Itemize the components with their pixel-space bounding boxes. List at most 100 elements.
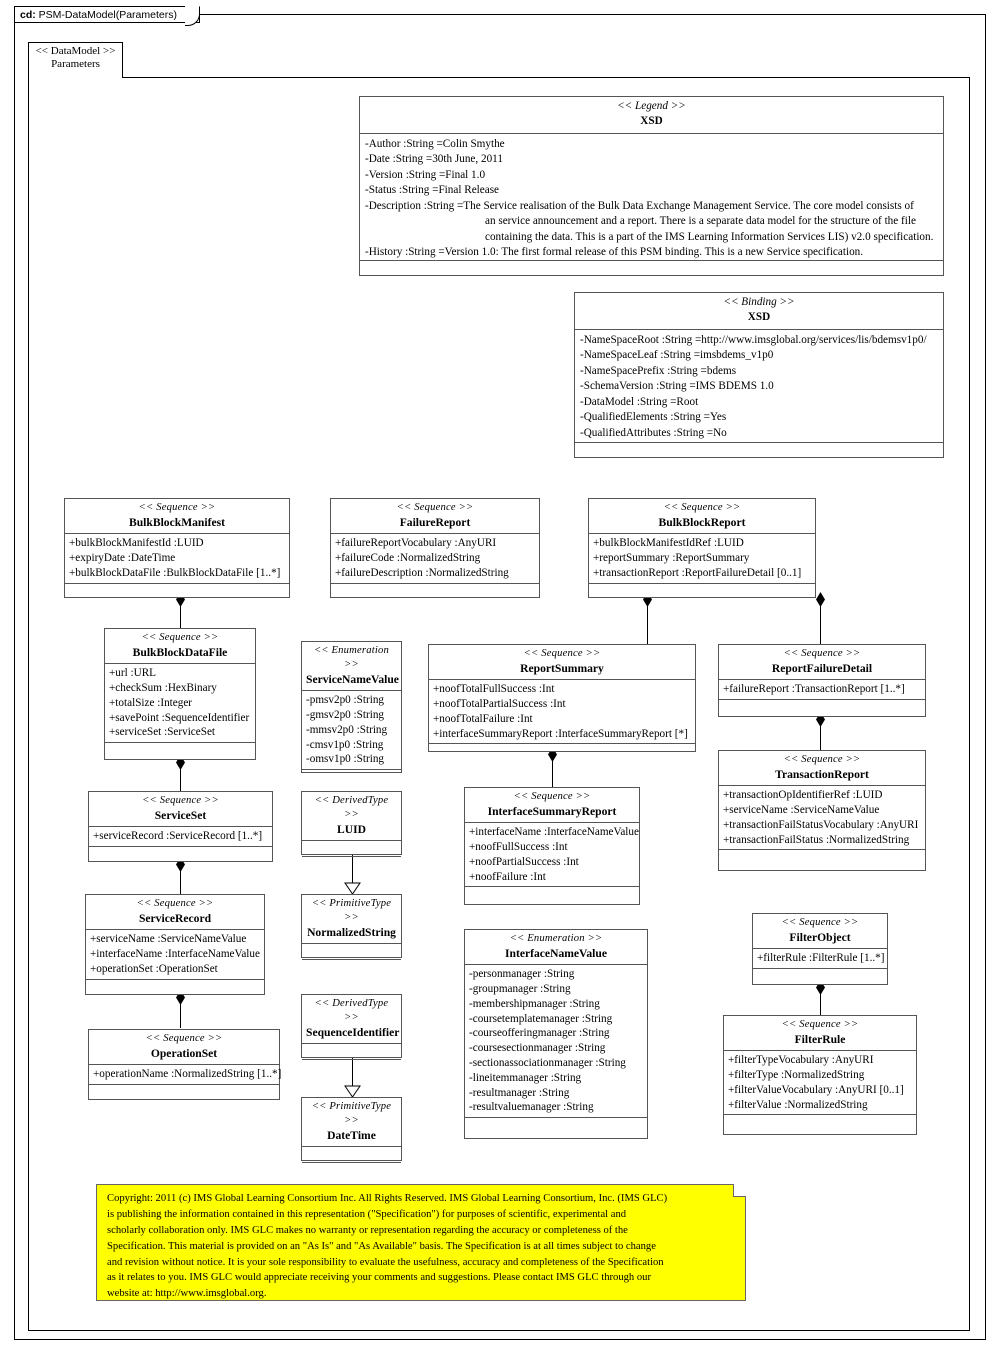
class-header: << Sequence >> TransactionReport xyxy=(719,751,925,787)
class-operations xyxy=(302,1060,401,1076)
class-box-bulkblockreport[interactable]: << Sequence >> BulkBlockReport +bulkBloc… xyxy=(588,498,816,598)
class-operations xyxy=(302,857,401,873)
attribute-row: +serviceSet :ServiceSet xyxy=(109,726,216,739)
diagram-kind-label: cd: xyxy=(20,9,36,21)
legend-header: << Legend >> XSD xyxy=(360,97,943,134)
connector-servicerecord-operationset xyxy=(180,995,181,1028)
class-attributes xyxy=(302,1147,401,1164)
class-header: << DerivedType >> SequenceIdentifier xyxy=(302,995,401,1045)
class-box-sequenceidentifier[interactable]: << DerivedType >> SequenceIdentifier xyxy=(301,994,402,1061)
composition-diamond-filterobject-filterrule xyxy=(816,980,825,995)
class-stereotype: << Sequence >> xyxy=(783,648,861,659)
class-box-servicerecord[interactable]: << Sequence >> ServiceRecord +serviceNam… xyxy=(85,894,265,995)
class-stereotype: << PrimitiveType >> xyxy=(311,1101,392,1126)
class-operations xyxy=(465,1118,647,1134)
legend-stereotype: << Legend >> xyxy=(617,100,686,112)
attribute-row: +filterType :NormalizedString xyxy=(728,1069,865,1082)
class-stereotype: << Sequence >> xyxy=(781,917,859,928)
class-name: InterfaceSummaryReport xyxy=(487,804,617,818)
class-box-transactionreport[interactable]: << Sequence >> TransactionReport +transa… xyxy=(718,750,926,871)
class-stereotype: << Sequence >> xyxy=(663,502,741,513)
legend-row-description-cont-1: an service announcement and a report. Th… xyxy=(485,215,916,228)
class-box-interfacesummaryreport[interactable]: << Sequence >> InterfaceSummaryReport +i… xyxy=(464,787,640,905)
attribute-row: +noofPartialSuccess :Int xyxy=(469,855,579,868)
binding-row-namespaceleaf: -NameSpaceLeaf :String =imsbdems_v1p0 xyxy=(580,349,774,362)
class-name: BulkBlockDataFile xyxy=(132,645,228,659)
connector-serviceset-servicerecord xyxy=(180,862,181,894)
class-name: NormalizedString xyxy=(307,925,396,939)
class-box-bulkblockmanifest[interactable]: << Sequence >> BulkBlockManifest +bulkBl… xyxy=(64,498,290,598)
connector-sequenceidentifier-datetime xyxy=(352,1058,353,1086)
binding-header: << Binding >> XSD xyxy=(575,293,943,330)
connector-luid-normalizedstring xyxy=(352,855,353,883)
copyright-line: scholarly collaboration only. IMS GLC ma… xyxy=(107,1224,628,1236)
class-header: << Sequence >> BulkBlockDataFile xyxy=(105,629,255,665)
package-tab-datamodel: << DataModel >> Parameters xyxy=(28,42,123,78)
class-box-filterrule[interactable]: << Sequence >> FilterRule +filterTypeVoc… xyxy=(723,1015,917,1135)
class-attributes xyxy=(302,841,401,858)
class-attributes xyxy=(302,1044,401,1061)
class-box-reportsummary[interactable]: << Sequence >> ReportSummary +noofTotalF… xyxy=(428,644,696,752)
class-box-failurereport[interactable]: << Sequence >> FailureReport +failureRep… xyxy=(330,498,540,598)
diagram-title-label: PSM-DataModel(Parameters) xyxy=(35,9,177,21)
class-attributes: +serviceName :ServiceNameValue +interfac… xyxy=(86,930,264,980)
class-box-reportfailuredetail[interactable]: << Sequence >> ReportFailureDetail +fail… xyxy=(718,644,926,717)
attribute-row: +serviceRecord :ServiceRecord [1..*] xyxy=(93,830,263,843)
composition-diamond-servicerecord-operationset xyxy=(176,990,185,1005)
class-operations xyxy=(589,584,815,600)
class-name: FilterRule xyxy=(794,1032,846,1046)
class-box-normalizedstring[interactable]: << PrimitiveType >> NormalizedString xyxy=(301,894,402,961)
class-box-luid[interactable]: << DerivedType >> LUID xyxy=(301,791,402,858)
legend-row-author: -Author :String =Colin Smythe xyxy=(365,137,505,150)
legend-ops xyxy=(360,261,943,278)
attribute-row: +transactionReport :ReportFailureDetail … xyxy=(593,566,802,579)
class-box-filterobject[interactable]: << Sequence >> FilterObject +filterRule … xyxy=(752,913,888,985)
attribute-row: -cmsv1p0 :String xyxy=(306,738,384,751)
binding-box: << Binding >> XSD -NameSpaceRoot :String… xyxy=(574,292,944,458)
class-stereotype: << Sequence >> xyxy=(138,502,216,513)
legend-row-history: -History :String =Version 1.0: The first… xyxy=(365,246,864,259)
generalization-arrow-sequenceidentifier xyxy=(344,1085,361,1098)
class-box-interfacenamevalue[interactable]: << Enumeration >> InterfaceNameValue -pe… xyxy=(464,929,648,1139)
class-stereotype: << DerivedType >> xyxy=(314,998,389,1023)
class-name: LUID xyxy=(337,822,366,836)
attribute-row: -coursesectionmanager :String xyxy=(469,1042,606,1055)
attribute-row: -personmanager :String xyxy=(469,968,575,981)
class-stereotype: << Sequence >> xyxy=(781,1019,859,1030)
attribute-row: -groupmanager :String xyxy=(469,983,571,996)
class-stereotype: << DerivedType >> xyxy=(314,795,389,820)
attribute-row: -lineitemmanager :String xyxy=(469,1071,582,1084)
legend-attrs: -Author :String =Colin Smythe -Date :Str… xyxy=(360,134,943,261)
class-box-bulkblockdatafile[interactable]: << Sequence >> BulkBlockDataFile +url :U… xyxy=(104,628,256,760)
class-header: << Enumeration >> InterfaceNameValue xyxy=(465,930,647,966)
class-header: << Sequence >> InterfaceSummaryReport xyxy=(465,788,639,824)
class-operations xyxy=(302,770,401,786)
binding-row-namespaceroot: -NameSpaceRoot :String =http://www.imsgl… xyxy=(580,333,927,346)
class-stereotype: << PrimitiveType >> xyxy=(311,898,392,923)
class-attributes: +interfaceName :InterfaceNameValue +noof… xyxy=(465,823,639,888)
connector-filterobject-filterrule xyxy=(820,985,821,1017)
class-name: DateTime xyxy=(327,1128,376,1142)
attribute-row: +failureCode :NormalizedString xyxy=(335,552,481,565)
class-box-operationset[interactable]: << Sequence >> OperationSet +operationNa… xyxy=(88,1029,281,1100)
class-attributes: +serviceRecord :ServiceRecord [1..*] xyxy=(89,827,272,848)
class-stereotype: << Sequence >> xyxy=(523,648,601,659)
class-box-datetime[interactable]: << PrimitiveType >> DateTime xyxy=(301,1097,402,1164)
attribute-row: +failureReportVocabulary :AnyURI xyxy=(335,537,497,550)
legend-box: << Legend >> XSD -Author :String =Colin … xyxy=(359,96,944,276)
attribute-row: +bulkBlockDataFile :BulkBlockDataFile [1… xyxy=(69,566,281,579)
class-box-serviceset[interactable]: << Sequence >> ServiceSet +serviceRecord… xyxy=(88,791,273,862)
class-box-servicenamevalue[interactable]: << Enumeration >> ServiceNameValue -pmsv… xyxy=(301,641,402,773)
class-name: FailureReport xyxy=(399,515,471,529)
class-operations xyxy=(86,980,264,996)
copyright-line: as it relates to you. IMS GLC would appr… xyxy=(107,1272,651,1284)
class-attributes: +filterRule :FilterRule [1..*] xyxy=(753,949,887,970)
class-header: << DerivedType >> LUID xyxy=(302,792,401,842)
attribute-row: +filterTypeVocabulary :AnyURI xyxy=(728,1054,874,1067)
class-name: FilterObject xyxy=(789,930,851,944)
connector-report-failuredetail xyxy=(820,597,821,644)
class-operations xyxy=(302,1163,401,1179)
attribute-row: +noofTotalFullSuccess :Int xyxy=(433,683,555,696)
connector-reportsummary-interfacesummary xyxy=(552,752,553,787)
class-attributes xyxy=(302,944,401,961)
